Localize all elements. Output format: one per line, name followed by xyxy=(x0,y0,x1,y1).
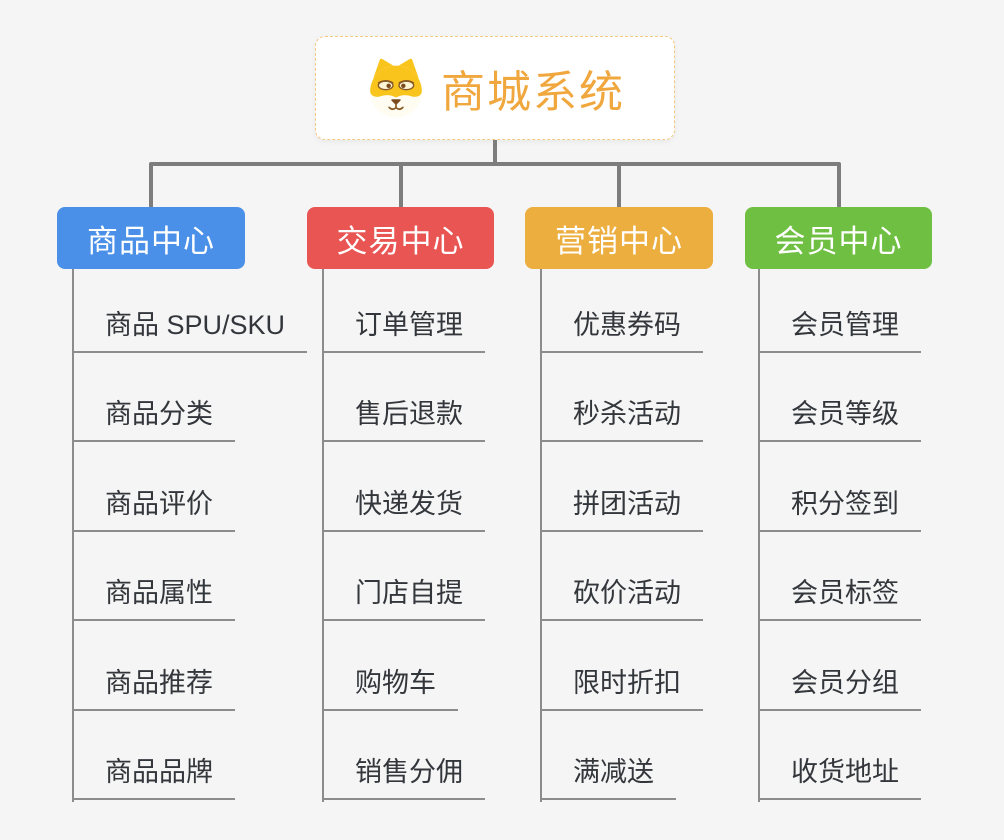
leaf-node[interactable]: 购物车 xyxy=(322,665,458,711)
leaf-node[interactable]: 会员管理 xyxy=(758,307,921,353)
connector-root-stem xyxy=(493,140,497,164)
leaf-node[interactable]: 商品评价 xyxy=(72,486,235,532)
branch-label: 商品中心 xyxy=(87,223,215,259)
root-label: 商城系统 xyxy=(441,68,625,117)
leaf-node[interactable]: 限时折扣 xyxy=(540,665,703,711)
leaf-node[interactable]: 商品属性 xyxy=(72,575,235,621)
leaf-node[interactable]: 商品品牌 xyxy=(72,754,235,800)
leaf-node[interactable]: 门店自提 xyxy=(322,575,485,621)
connector-bus-line xyxy=(149,162,841,166)
trunk-line xyxy=(540,269,542,802)
leaf-node[interactable]: 会员等级 xyxy=(758,396,921,442)
connector-drop-4 xyxy=(837,164,841,209)
branch-node-member-center[interactable]: 会员中心 xyxy=(745,207,932,269)
leaf-node[interactable]: 售后退款 xyxy=(322,396,485,442)
leaf-node[interactable]: 商品推荐 xyxy=(72,665,235,711)
leaf-node[interactable]: 快递发货 xyxy=(322,486,485,532)
leaf-node[interactable]: 积分签到 xyxy=(758,486,921,532)
trunk-line xyxy=(72,269,74,802)
doge-face-icon xyxy=(370,58,422,118)
connector-drop-2 xyxy=(399,164,403,209)
leaf-node[interactable]: 满减送 xyxy=(540,754,676,800)
branch-label: 会员中心 xyxy=(774,223,903,259)
connector-drop-3 xyxy=(617,164,621,209)
leaf-node[interactable]: 拼团活动 xyxy=(540,486,703,532)
leaf-node[interactable]: 商品分类 xyxy=(72,396,235,442)
leaf-node[interactable]: 会员分组 xyxy=(758,665,921,711)
branch-node-trade-center[interactable]: 交易中心 xyxy=(307,207,494,269)
branch-node-marketing-center[interactable]: 营销中心 xyxy=(525,207,713,269)
leaf-node[interactable]: 优惠券码 xyxy=(540,307,703,353)
branch-node-product-center[interactable]: 商品中心 xyxy=(57,207,245,269)
trunk-line xyxy=(758,269,760,802)
leaf-node[interactable]: 收货地址 xyxy=(758,754,921,800)
leaf-node[interactable]: 砍价活动 xyxy=(540,575,703,621)
leaf-node[interactable]: 会员标签 xyxy=(758,575,921,621)
leaf-node[interactable]: 销售分佣 xyxy=(322,754,485,800)
trunk-line xyxy=(322,269,324,802)
leaf-node[interactable]: 订单管理 xyxy=(322,307,485,353)
leaf-node[interactable]: 商品 SPU/SKU xyxy=(72,307,308,353)
root-node[interactable]: 商城系统 xyxy=(315,36,675,140)
connector-drop-1 xyxy=(149,164,153,209)
leaf-node[interactable]: 秒杀活动 xyxy=(540,396,703,442)
branch-label: 营销中心 xyxy=(555,223,683,259)
branch-label: 交易中心 xyxy=(336,223,465,259)
